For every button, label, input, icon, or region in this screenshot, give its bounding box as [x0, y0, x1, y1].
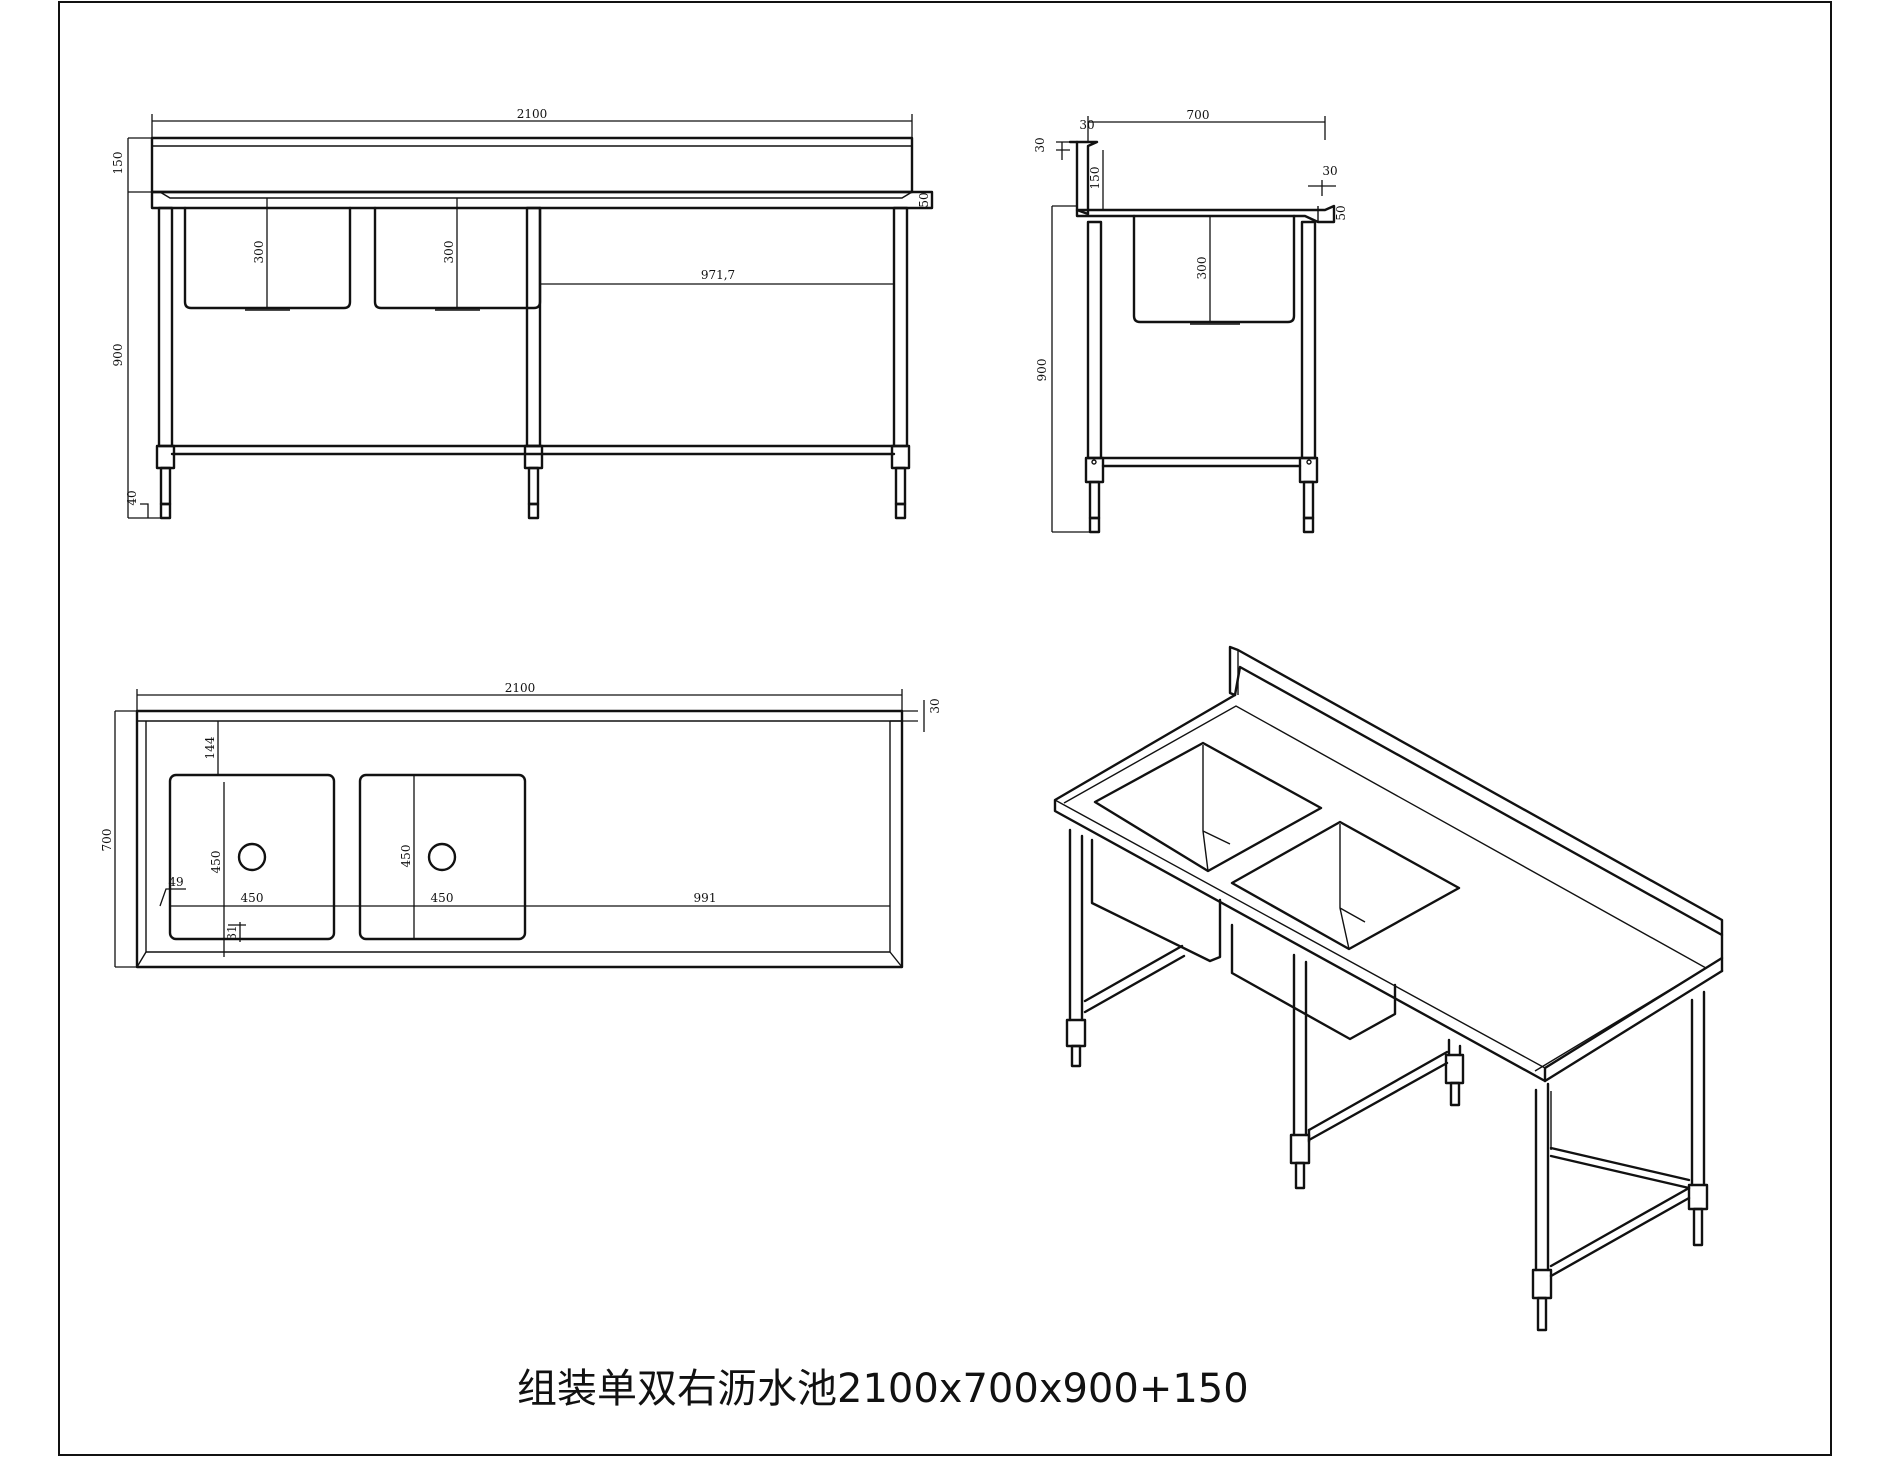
iso-leg-front-left [1065, 828, 1087, 1068]
iso-leg-back-right [1687, 990, 1709, 1247]
side-worktop [1075, 204, 1336, 224]
top-drain-left [237, 842, 267, 872]
top-dim-depth: 700 [100, 829, 114, 852]
top-dim-length: 2100 [505, 681, 536, 695]
side-dim-backsplash-height: 150 [1088, 167, 1102, 190]
side-leg-front [1300, 220, 1317, 460]
iso-leg-front-middle [1289, 953, 1311, 1190]
drawing-title: 组装单双右沥水池2100x700x900+150 [517, 1366, 1249, 1412]
front-dim-height: 900 [111, 344, 125, 367]
top-dim-front-margin: 31 [225, 925, 239, 940]
drawing-frame [58, 1, 1832, 1456]
top-bowl-right [358, 773, 527, 941]
isometric-view [1053, 645, 1724, 1332]
side-backsplash [1075, 140, 1099, 216]
side-dim-depth: 700 [1187, 108, 1210, 122]
side-dim-backsplash-top: 30 [1033, 137, 1047, 152]
top-view: 2100 700 30 144 450 450 450 450 991 49 3… [100, 681, 942, 969]
top-dim-backsplash: 30 [928, 698, 942, 713]
top-dim-bowl-offset: 144 [203, 736, 217, 759]
front-dim-length: 2100 [517, 107, 548, 121]
front-dim-backsplash: 150 [111, 152, 125, 175]
front-dim-foot: 40 [125, 490, 139, 505]
top-bowl-left [168, 773, 336, 941]
front-leg-middle [525, 206, 542, 448]
front-worktop [150, 190, 934, 210]
top-dim-bowl2-width: 450 [431, 891, 454, 905]
front-dim-edge: 50 [917, 192, 931, 207]
front-view: 2100 150 900 40 300 300 971,7 50 [111, 107, 934, 520]
iso-leg-back-middle [1444, 1038, 1465, 1107]
top-outline [135, 709, 904, 969]
top-dim-drainboard: 991 [694, 891, 717, 905]
side-dim-backsplash-thickness: 30 [1079, 118, 1094, 132]
iso-bowl-right [1230, 820, 1461, 951]
top-dim-bowl2-length: 450 [399, 845, 413, 868]
side-leg-back [1086, 220, 1103, 460]
iso-leg-front-right [1531, 1082, 1553, 1332]
side-dim-bowl: 300 [1195, 257, 1209, 280]
front-leg-left [157, 206, 174, 448]
iso-lower-rail [1083, 944, 1186, 1014]
side-dim-front-lip: 30 [1322, 164, 1337, 178]
front-dim-bowl-left: 300 [252, 241, 266, 264]
top-dim-bowl1-length: 450 [209, 851, 223, 874]
iso-backsplash [1228, 645, 1724, 937]
iso-worktop [1053, 693, 1724, 1083]
side-bowl [1132, 214, 1296, 324]
front-leg-right [892, 206, 909, 448]
iso-bowl-left [1093, 741, 1323, 873]
top-drain-right [427, 842, 457, 872]
front-dim-bowl-right: 300 [442, 241, 456, 264]
side-view: 700 30 30 150 30 50 300 900 [1033, 108, 1348, 534]
top-dim-left-margin: 49 [168, 875, 183, 889]
side-dim-edge: 50 [1334, 205, 1348, 220]
front-dim-drainboard: 971,7 [701, 268, 735, 282]
top-dim-bowl1-width: 450 [241, 891, 264, 905]
side-dim-height: 900 [1035, 359, 1049, 382]
